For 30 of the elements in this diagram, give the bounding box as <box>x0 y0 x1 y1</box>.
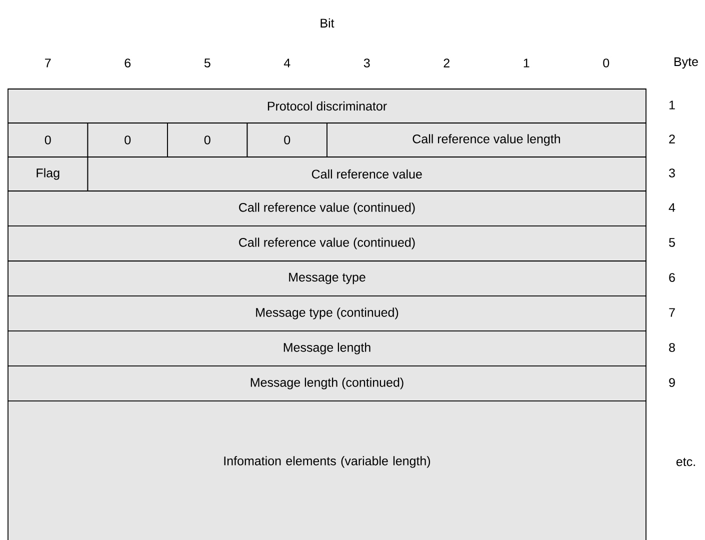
field-cell: Message type <box>8 260 646 296</box>
field-cell: Call reference value (continued) <box>8 226 646 262</box>
bit-number: 5 <box>204 58 210 68</box>
field-cell: Message length (continued) <box>8 366 646 402</box>
axis-title: Bit <box>320 18 334 28</box>
byte-number: etc. <box>676 458 695 466</box>
field-cell: Message length <box>8 330 646 366</box>
bit-number: 4 <box>284 58 290 68</box>
bit-number: 7 <box>45 58 51 68</box>
axis-title: Byte <box>674 57 698 69</box>
byte-number: 1 <box>669 100 675 110</box>
bit-number: 1 <box>524 58 530 68</box>
field-cell: 0 <box>87 122 168 158</box>
byte-number: 5 <box>669 238 675 247</box>
byte-number: 2 <box>669 134 675 144</box>
byte-number: 3 <box>669 168 675 178</box>
byte-number: 4 <box>668 203 676 212</box>
field-cell: 0 <box>167 122 248 158</box>
field-cell: 0 <box>8 122 88 158</box>
bit-number: 3 <box>364 58 370 68</box>
bit-number: 0 <box>603 58 610 68</box>
field-cell: Flag <box>8 156 88 192</box>
byte-number: 6 <box>669 273 675 282</box>
field-cell: 0 <box>246 122 328 158</box>
field-cell: Message type (continued) <box>8 296 646 332</box>
byte-number: 8 <box>669 343 675 352</box>
byte-number: 7 <box>669 308 675 317</box>
bit-number: 2 <box>444 58 450 68</box>
byte-number: 9 <box>669 378 675 387</box>
bit-number: 6 <box>124 58 131 68</box>
